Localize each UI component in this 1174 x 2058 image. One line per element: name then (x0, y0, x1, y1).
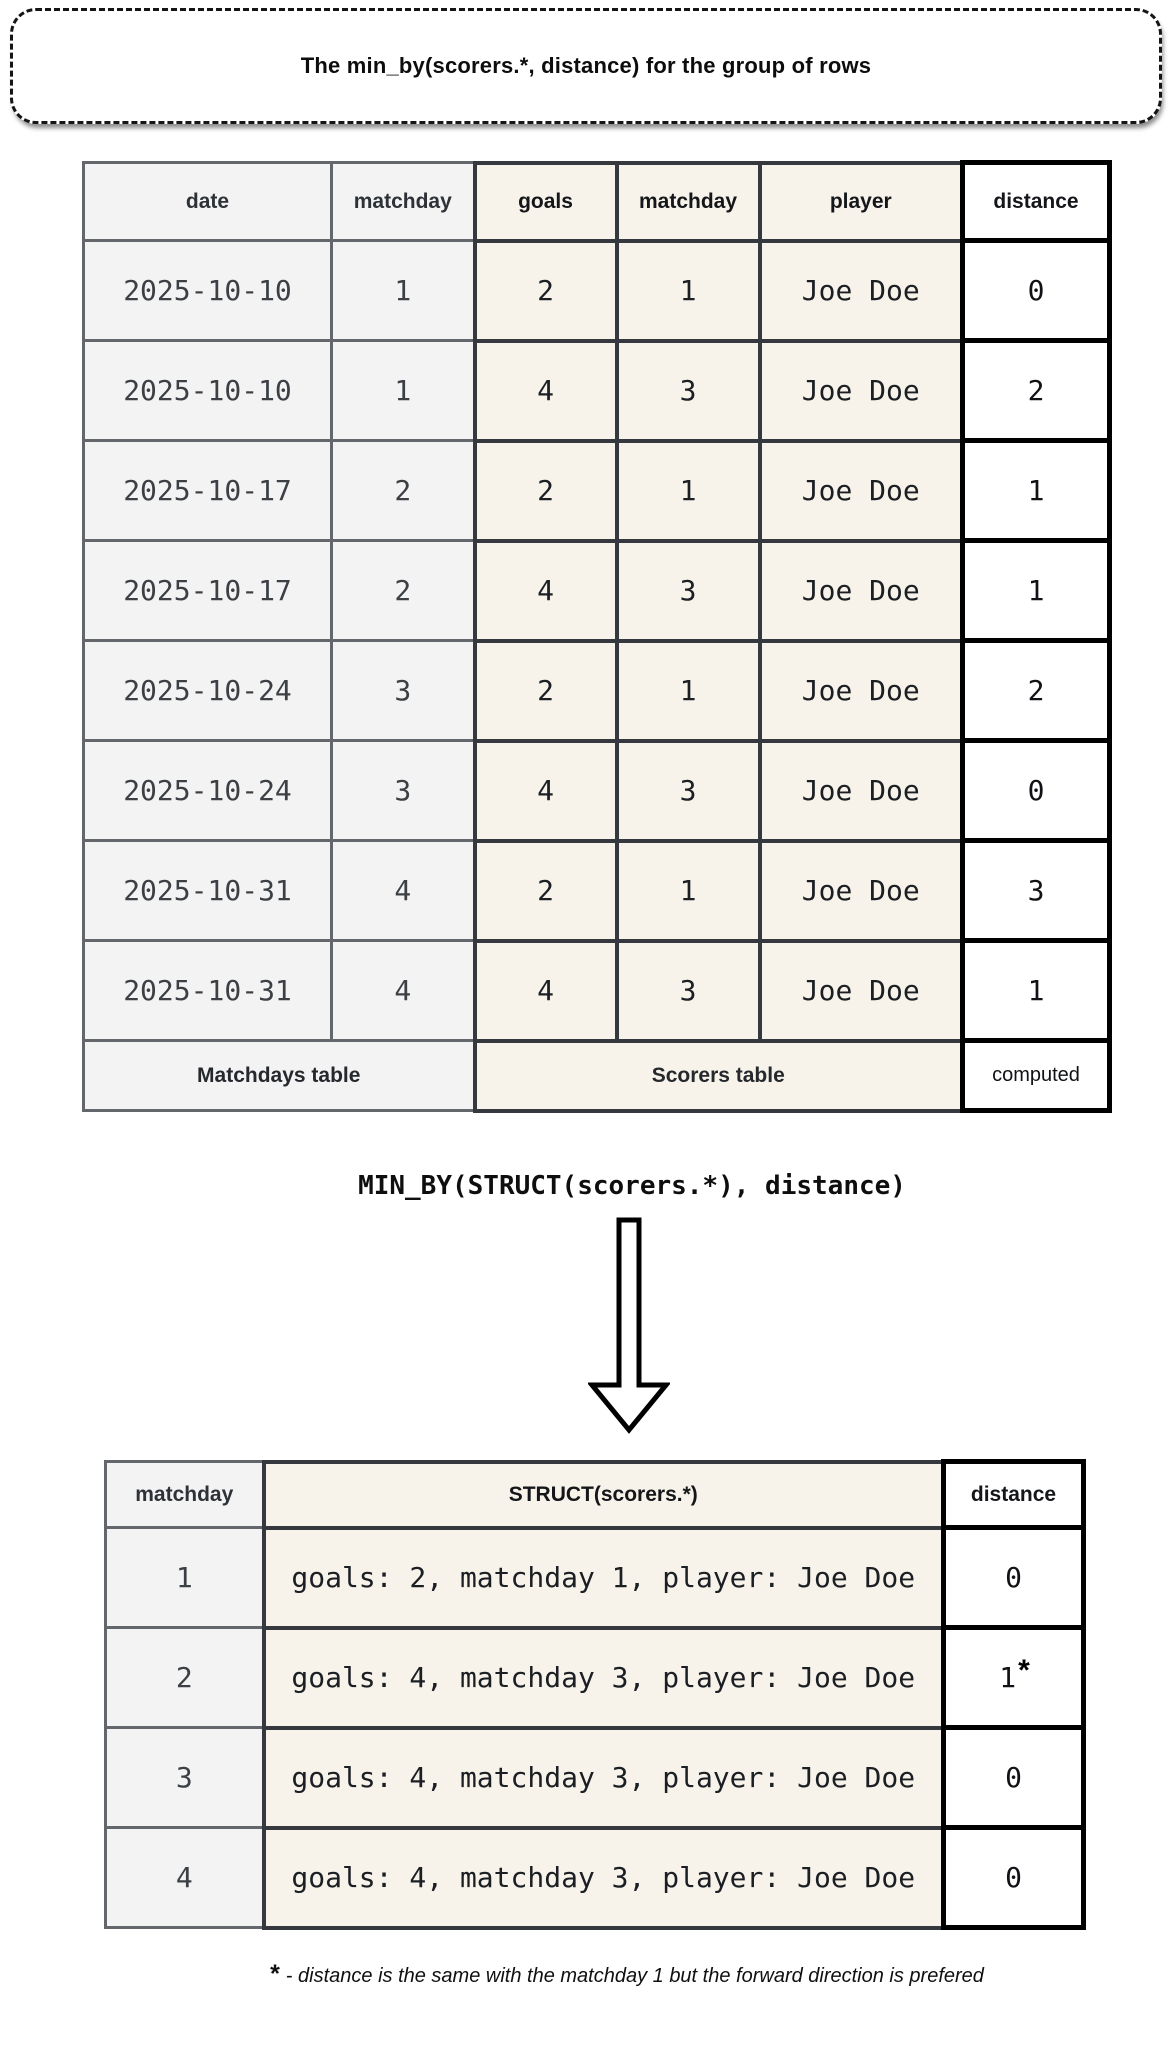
matchdays-table-label: Matchdays table (82, 1039, 476, 1112)
down-arrow-icon (42, 1217, 1174, 1435)
cell: Joe Doe (757, 638, 965, 743)
cell: Joe Doe (757, 938, 965, 1043)
cell: 2 (472, 438, 619, 543)
cell: 4 (472, 338, 619, 443)
cell: 4 (472, 938, 619, 1043)
scorers-table-label: Scorers table (472, 1038, 965, 1113)
column-header-distance: distance (941, 1459, 1086, 1530)
cell: 2 (330, 439, 476, 542)
cell: 1 (330, 239, 476, 342)
column-header-distance: distance (960, 160, 1112, 243)
column-header-matchday: matchday (330, 161, 476, 242)
cell: 1 (614, 838, 762, 943)
title-banner: The min_by(scorers.*, distance) for the … (10, 8, 1162, 124)
cell: 2 (960, 338, 1112, 443)
cell: goals: 4, matchday 3, player: Joe Doe (261, 1625, 946, 1730)
cell: 2 (472, 238, 619, 343)
cell: 3 (614, 538, 762, 643)
cell: 2025-10-17 (82, 439, 333, 542)
header-row: date matchday goals matchday player dist… (82, 160, 1112, 243)
cell: 3 (960, 838, 1112, 943)
cell: goals: 4, matchday 3, player: Joe Doe (261, 1825, 946, 1930)
cell: Joe Doe (757, 538, 965, 643)
cell: 2 (472, 838, 619, 943)
cell: goals: 4, matchday 3, player: Joe Doe (261, 1725, 946, 1830)
cell: Joe Doe (757, 338, 965, 443)
cell: 3 (330, 739, 476, 842)
cell: 2 (104, 1626, 265, 1729)
cell: 2 (960, 638, 1112, 743)
cell: 3 (614, 338, 762, 443)
table-footer-row: Matchdays table Scorers table computed (82, 1038, 1112, 1113)
page-title: The min_by(scorers.*, distance) for the … (300, 53, 872, 78)
column-header-date: date (82, 161, 333, 242)
cell: 0 (960, 738, 1112, 843)
column-header-goals: goals (472, 160, 619, 243)
cell: 3 (330, 639, 476, 742)
cell: 2025-10-10 (82, 339, 333, 442)
cell: 0 (960, 238, 1112, 343)
column-header-struct: STRUCT(scorers.*) (261, 1459, 946, 1530)
cell: 4 (472, 538, 619, 643)
footnote-text: - distance is the same with the matchday… (285, 1965, 984, 1987)
footnote: *- distance is the same with the matchda… (40, 1960, 1174, 1989)
cell: Joe Doe (757, 438, 965, 543)
cell: 2 (330, 539, 476, 642)
cell: 2025-10-24 (82, 739, 333, 842)
cell: 1 (330, 339, 476, 442)
cell: 1 (614, 438, 762, 543)
min-by-formula: MIN_BY(STRUCT(scorers.*), distance) (358, 1171, 906, 1201)
cell: 3 (614, 738, 762, 843)
cell: 4 (330, 939, 476, 1042)
column-header-player: player (757, 160, 965, 243)
cell: 2025-10-17 (82, 539, 333, 642)
cell: 2025-10-10 (82, 239, 333, 342)
cell: 2025-10-24 (82, 639, 333, 742)
cell: 0 (941, 1725, 1086, 1830)
cell: 2 (472, 638, 619, 743)
cell: 1 (614, 638, 762, 743)
cell: 0 (941, 1525, 1086, 1630)
column-header-matchday: matchday (104, 1460, 265, 1529)
cell: 3 (104, 1726, 265, 1829)
cell: Joe Doe (757, 238, 965, 343)
cell: 2025-10-31 (82, 839, 333, 942)
computed-label: computed (960, 1038, 1112, 1113)
cell: 4 (330, 839, 476, 942)
asterisk-marker: * (270, 1960, 280, 1988)
cell: 1 (104, 1526, 265, 1629)
cell: 1 (614, 238, 762, 343)
cell: 4 (104, 1826, 265, 1929)
cell: 1 (960, 938, 1112, 1043)
cell: 2025-10-31 (82, 939, 333, 1042)
cell: 1 (960, 438, 1112, 543)
cell: 4 (472, 738, 619, 843)
asterisk-marker: * (1018, 1653, 1030, 1687)
cell: Joe Doe (757, 838, 965, 943)
header-row: matchday STRUCT(scorers.*) distance (104, 1459, 1086, 1530)
input-table: date matchday goals matchday player dist… (82, 160, 1112, 1113)
cell: goals: 2, matchday 1, player: Joe Doe (261, 1525, 946, 1630)
cell: 0 (941, 1825, 1086, 1930)
column-header-matchday2: matchday (614, 160, 762, 243)
cell: 3 (614, 938, 762, 1043)
cell: 1 (960, 538, 1112, 643)
cell: Joe Doe (757, 738, 965, 843)
cell: 1* (941, 1625, 1086, 1730)
